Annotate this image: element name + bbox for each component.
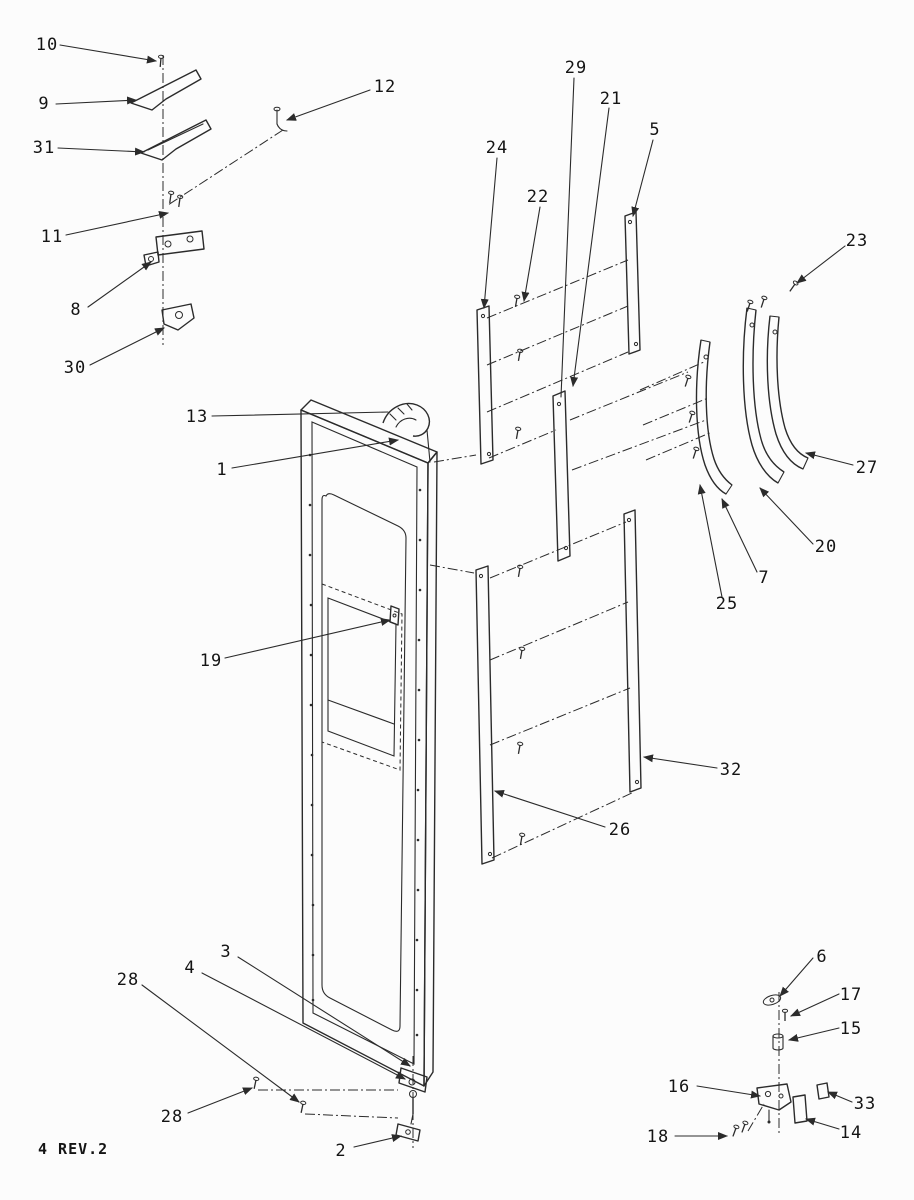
lower-panel-group <box>475 509 642 865</box>
centerlines <box>162 55 780 1148</box>
callout-9: 9 <box>38 94 50 114</box>
part-13-deflector <box>382 402 431 463</box>
part-4-hinge-pin <box>409 1090 417 1098</box>
part-32-trim-strip <box>623 509 642 793</box>
callout-27: 27 <box>855 458 879 478</box>
part-28-screw <box>297 1100 307 1114</box>
part-28-screw <box>250 1076 260 1090</box>
callout-16: 16 <box>667 1077 691 1097</box>
callout-12: 12 <box>373 77 397 97</box>
callout-15: 15 <box>839 1019 863 1039</box>
part-23-screw <box>787 279 800 294</box>
part-14-plate <box>792 1094 808 1124</box>
callout-5: 5 <box>649 120 661 140</box>
right-bracket-group <box>639 279 809 495</box>
part-16-hinge-bracket <box>756 1083 792 1124</box>
part-3-bottom-bracket <box>398 1067 428 1093</box>
top-hinge-group <box>130 54 288 331</box>
callout-17: 17 <box>839 985 863 1005</box>
part-6-washer <box>762 994 782 1006</box>
callout-4: 4 <box>184 958 196 978</box>
part-9-hinge-cover <box>130 69 202 111</box>
door-assembly <box>300 399 477 1087</box>
part-27-bracket <box>766 315 809 470</box>
part-18-screw <box>738 1119 750 1134</box>
part-8-hinge-bracket <box>143 230 205 267</box>
callout-28-lower: 28 <box>160 1107 184 1127</box>
callout-6: 6 <box>816 947 828 967</box>
part-12-pivot-pin <box>273 106 288 132</box>
upper-panel-group <box>476 211 707 562</box>
page-footer: 4 REV.2 <box>38 1140 109 1158</box>
part-24-trim-strip <box>476 305 494 465</box>
callout-30: 30 <box>63 358 87 378</box>
door-window-dashed <box>321 583 403 771</box>
part-2-hinge-foot <box>395 1123 421 1142</box>
part-33-clip <box>816 1082 830 1100</box>
part-25-bracket <box>695 339 733 495</box>
callout-22: 22 <box>526 187 550 207</box>
callout-3: 3 <box>220 942 232 962</box>
door-bottom-hinge-group <box>250 1067 428 1142</box>
part-11-screw <box>175 194 184 208</box>
part-15-spacer <box>772 1033 784 1051</box>
callout-32: 32 <box>719 760 743 780</box>
callout-28-upper: 28 <box>116 970 140 990</box>
part-20-bracket <box>742 307 785 484</box>
callout-1: 1 <box>216 460 228 480</box>
callout-23: 23 <box>845 231 869 251</box>
part-31-hinge-cover <box>140 119 212 161</box>
callout-26: 26 <box>608 820 632 840</box>
callout-13: 13 <box>185 407 209 427</box>
part-18-screw <box>729 1123 741 1138</box>
callout-31: 31 <box>32 138 56 158</box>
callout-19: 19 <box>199 651 223 671</box>
callout-20: 20 <box>814 537 838 557</box>
callout-7: 7 <box>758 568 770 588</box>
callout-14: 14 <box>839 1123 863 1143</box>
part-5-trim-strip <box>624 211 641 355</box>
callout-11: 11 <box>40 227 64 247</box>
callout-8: 8 <box>70 300 82 320</box>
door-screw-holes <box>308 453 422 1037</box>
bottom-right-hinge-group <box>729 994 830 1138</box>
leader-lines <box>55 44 854 1148</box>
callout-18: 18 <box>646 1127 670 1147</box>
callout-24: 24 <box>485 138 509 158</box>
callout-21: 21 <box>599 89 623 109</box>
part-26-trim-strip <box>475 565 495 865</box>
part-30-clip <box>161 303 195 331</box>
part-17-screw <box>781 1008 789 1022</box>
callout-10: 10 <box>35 35 59 55</box>
callout-29: 29 <box>564 58 588 78</box>
callout-33: 33 <box>853 1094 877 1114</box>
callout-2: 2 <box>335 1141 347 1161</box>
part-29-mullion <box>552 390 571 562</box>
callout-25: 25 <box>715 594 739 614</box>
part-19-latch <box>389 605 400 626</box>
